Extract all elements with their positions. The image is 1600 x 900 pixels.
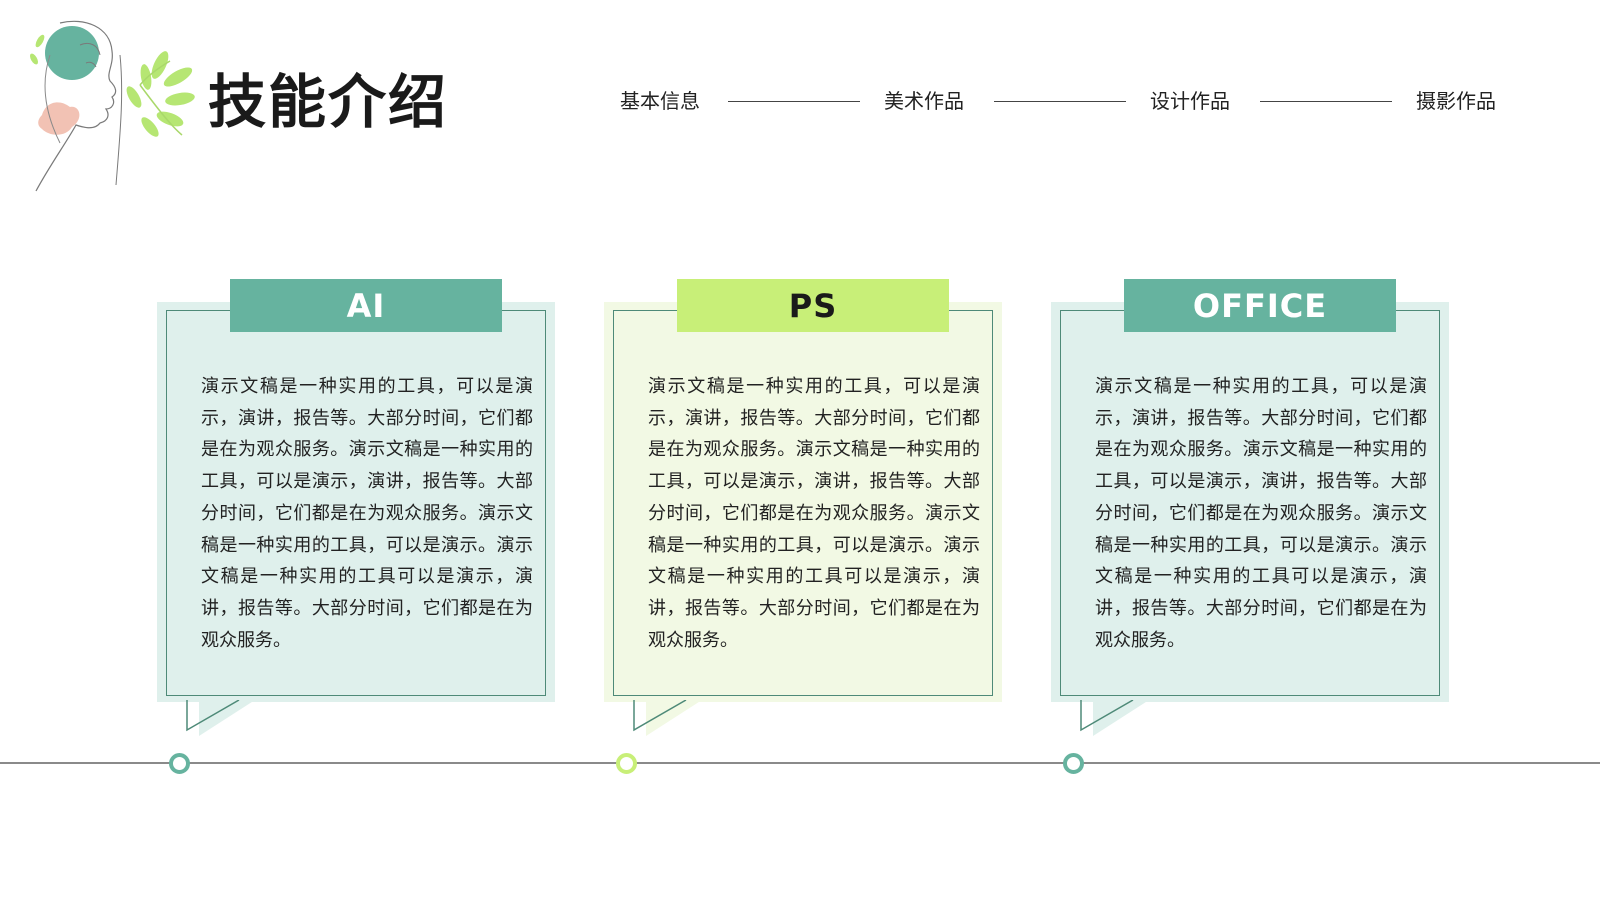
card-border: AI 演示文稿是一种实用的工具，可以是演示，演讲，报告等。大部分时间，它们都是在… — [166, 279, 546, 696]
skill-card-ai: AI 演示文稿是一种实用的工具，可以是演示，演讲，报告等。大部分时间，它们都是在… — [157, 279, 557, 736]
card-title: OFFICE — [1124, 279, 1396, 332]
card-border: PS 演示文稿是一种实用的工具，可以是演示，演讲，报告等。大部分时间，它们都是在… — [613, 279, 993, 696]
nav-divider-line — [994, 101, 1126, 102]
nav-item-art-works[interactable]: 美术作品 — [884, 89, 964, 113]
teal-circle-shape — [45, 26, 99, 80]
skill-card-office: OFFICE 演示文稿是一种实用的工具，可以是演示，演讲，报告等。大部分时间，它… — [1051, 279, 1451, 736]
card-background — [157, 302, 555, 702]
nav-item-design-works[interactable]: 设计作品 — [1150, 89, 1230, 113]
card-background — [604, 302, 1002, 702]
nav-divider-line — [1260, 101, 1392, 102]
card-description: 演示文稿是一种实用的工具，可以是演示，演讲，报告等。大部分时间，它们都是在为观众… — [648, 376, 980, 651]
card-border: OFFICE 演示文稿是一种实用的工具，可以是演示，演讲，报告等。大部分时间，它… — [1060, 279, 1440, 696]
speech-tail-shape — [175, 700, 255, 736]
face-leaves-illustration — [30, 20, 195, 192]
nav-item-photography-works[interactable]: 摄影作品 — [1416, 89, 1496, 113]
speech-tail-shape — [622, 700, 702, 736]
timeline-line — [0, 762, 1600, 764]
timeline-dot — [169, 753, 190, 774]
card-title: AI — [230, 279, 502, 332]
card-description: 演示文稿是一种实用的工具，可以是演示，演讲，报告等。大部分时间，它们都是在为观众… — [201, 376, 533, 651]
card-background — [1051, 302, 1449, 702]
card-title: PS — [677, 279, 949, 332]
speech-tail-shape — [1069, 700, 1149, 736]
nav-divider-line — [728, 101, 860, 102]
skill-card-ps: PS 演示文稿是一种实用的工具，可以是演示，演讲，报告等。大部分时间，它们都是在… — [604, 279, 1004, 736]
page-title: 技能介绍 — [208, 68, 449, 136]
top-nav: 基本信息 美术作品 设计作品 摄影作品 — [620, 86, 1510, 116]
blush-shape — [38, 102, 80, 135]
nav-item-basic-info[interactable]: 基本信息 — [620, 89, 700, 113]
card-description: 演示文稿是一种实用的工具，可以是演示，演讲，报告等。大部分时间，它们都是在为观众… — [1095, 376, 1427, 651]
timeline-dot — [616, 753, 637, 774]
leaves-icon — [30, 34, 195, 137]
timeline-dot — [1063, 753, 1084, 774]
